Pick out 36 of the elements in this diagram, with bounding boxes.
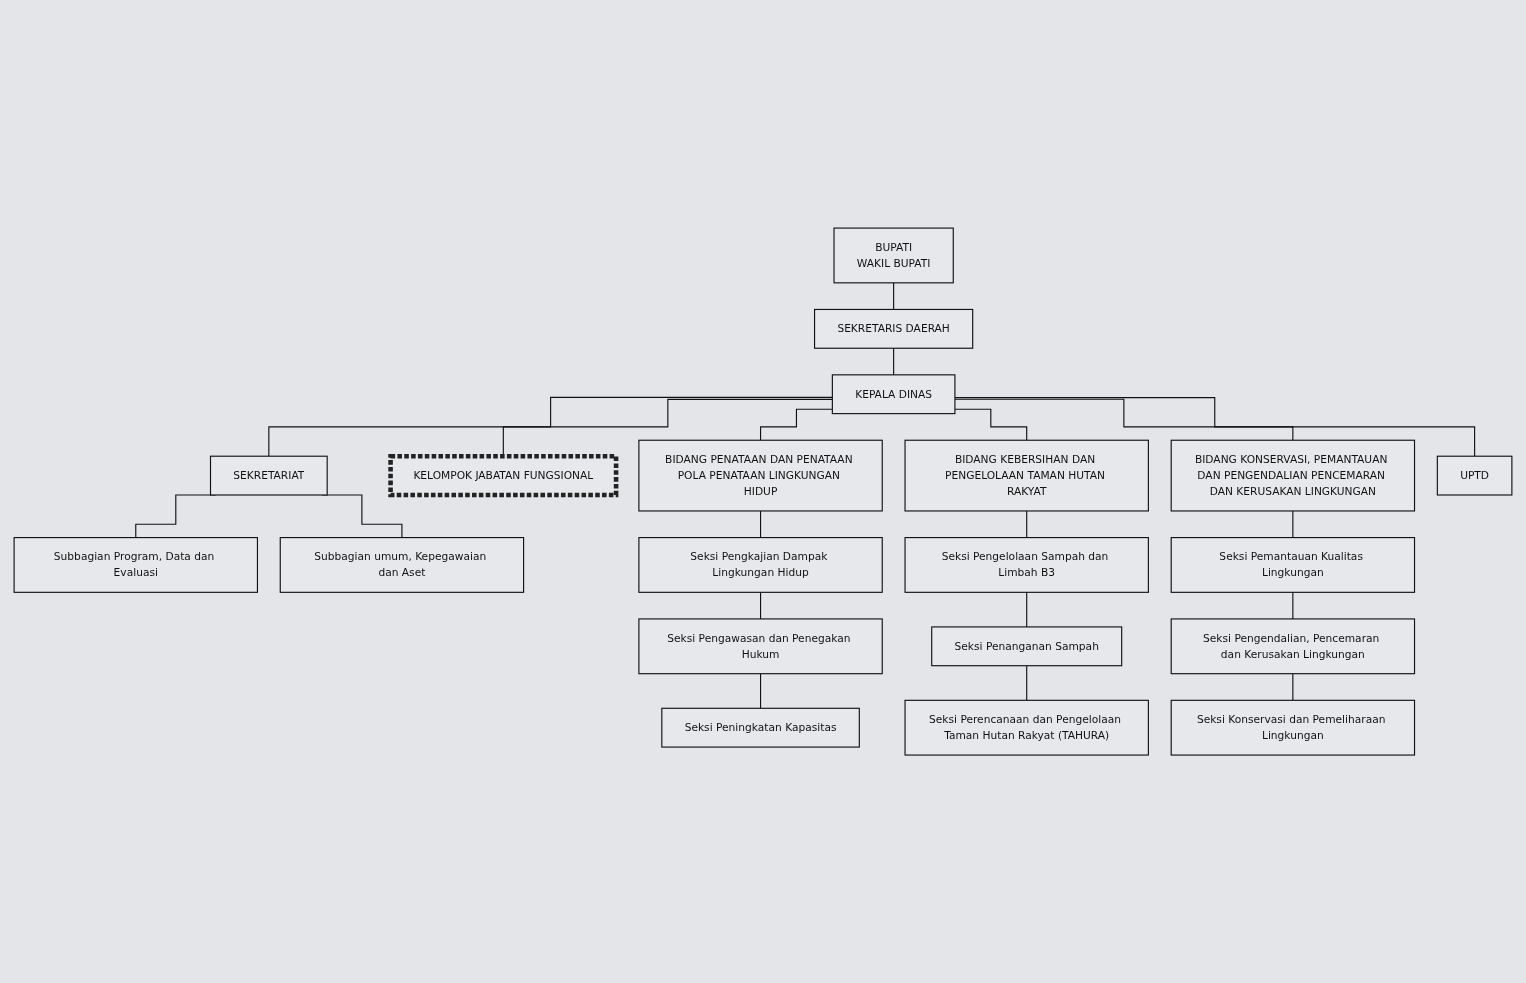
connector	[954, 408, 1028, 441]
node-box: SEKRETARIS DAERAH	[814, 308, 974, 349]
node-box: Subbagian umum, Kepegawaian dan Aset	[279, 536, 525, 593]
connector	[1026, 591, 1028, 628]
connector	[1026, 665, 1028, 701]
node-box: UPTD	[1436, 455, 1513, 496]
node-box: BIDANG PENATAAN DAN PENATAAN POLA PENATAAN LINGKUNGAN HIDUP	[638, 439, 883, 512]
node-box: BIDANG KONSERVASI, PEMANTAUAN DAN PENGENDALIAN PENCEMARAN DAN KERUSAKAN LINGKUNGAN	[1170, 439, 1416, 512]
connector	[954, 397, 1476, 457]
connector	[1292, 673, 1294, 701]
node-box: Subbagian Program, Data dan Evaluasi	[13, 536, 258, 593]
node-box: Seksi Peningkatan Kapasitas	[661, 707, 860, 748]
node-box: BIDANG KEBERSIHAN DAN PENGELOLAAN TAMAN HUTAN RAKYAT	[904, 439, 1149, 512]
connector	[1026, 510, 1028, 539]
node-box: KELOMPOK JABATAN FUNGSIONAL	[388, 453, 619, 498]
connector	[760, 408, 833, 441]
connector	[1292, 591, 1294, 620]
connector	[893, 282, 895, 310]
node-box: Seksi Pengawasan dan Penegakan Hukum	[638, 618, 883, 675]
connector	[760, 673, 762, 709]
node-box: Seksi Pemantauan Kualitas Lingkungan	[1170, 536, 1416, 593]
connector	[954, 398, 1294, 441]
node-box: Seksi Perencanaan dan Pengelolaan Taman Hutan Rakyat (TAHURA)	[904, 699, 1149, 756]
connector	[760, 591, 762, 620]
node-box: KEPALA DINAS	[831, 374, 956, 415]
node-box: Seksi Konservasi dan Pemeliharaan Lingkungan	[1170, 699, 1416, 756]
node-box: Seksi Pengkajian Dampak Lingkungan Hidup	[638, 536, 883, 593]
connector	[1292, 510, 1294, 539]
node-box: Seksi Pengendalian, Pencemaran dan Kerusakan Lingkungan	[1170, 618, 1416, 675]
node-box: Seksi Penanganan Sampah	[931, 626, 1123, 667]
connector	[268, 396, 833, 457]
node-box: Seksi Pengelolaan Sampah dan Limbah B3	[904, 536, 1149, 593]
connector	[893, 347, 895, 376]
node-box: BUPATI WAKIL BUPATI	[833, 227, 954, 284]
node-box: SEKRETARIAT	[209, 455, 328, 496]
connector	[760, 510, 762, 539]
